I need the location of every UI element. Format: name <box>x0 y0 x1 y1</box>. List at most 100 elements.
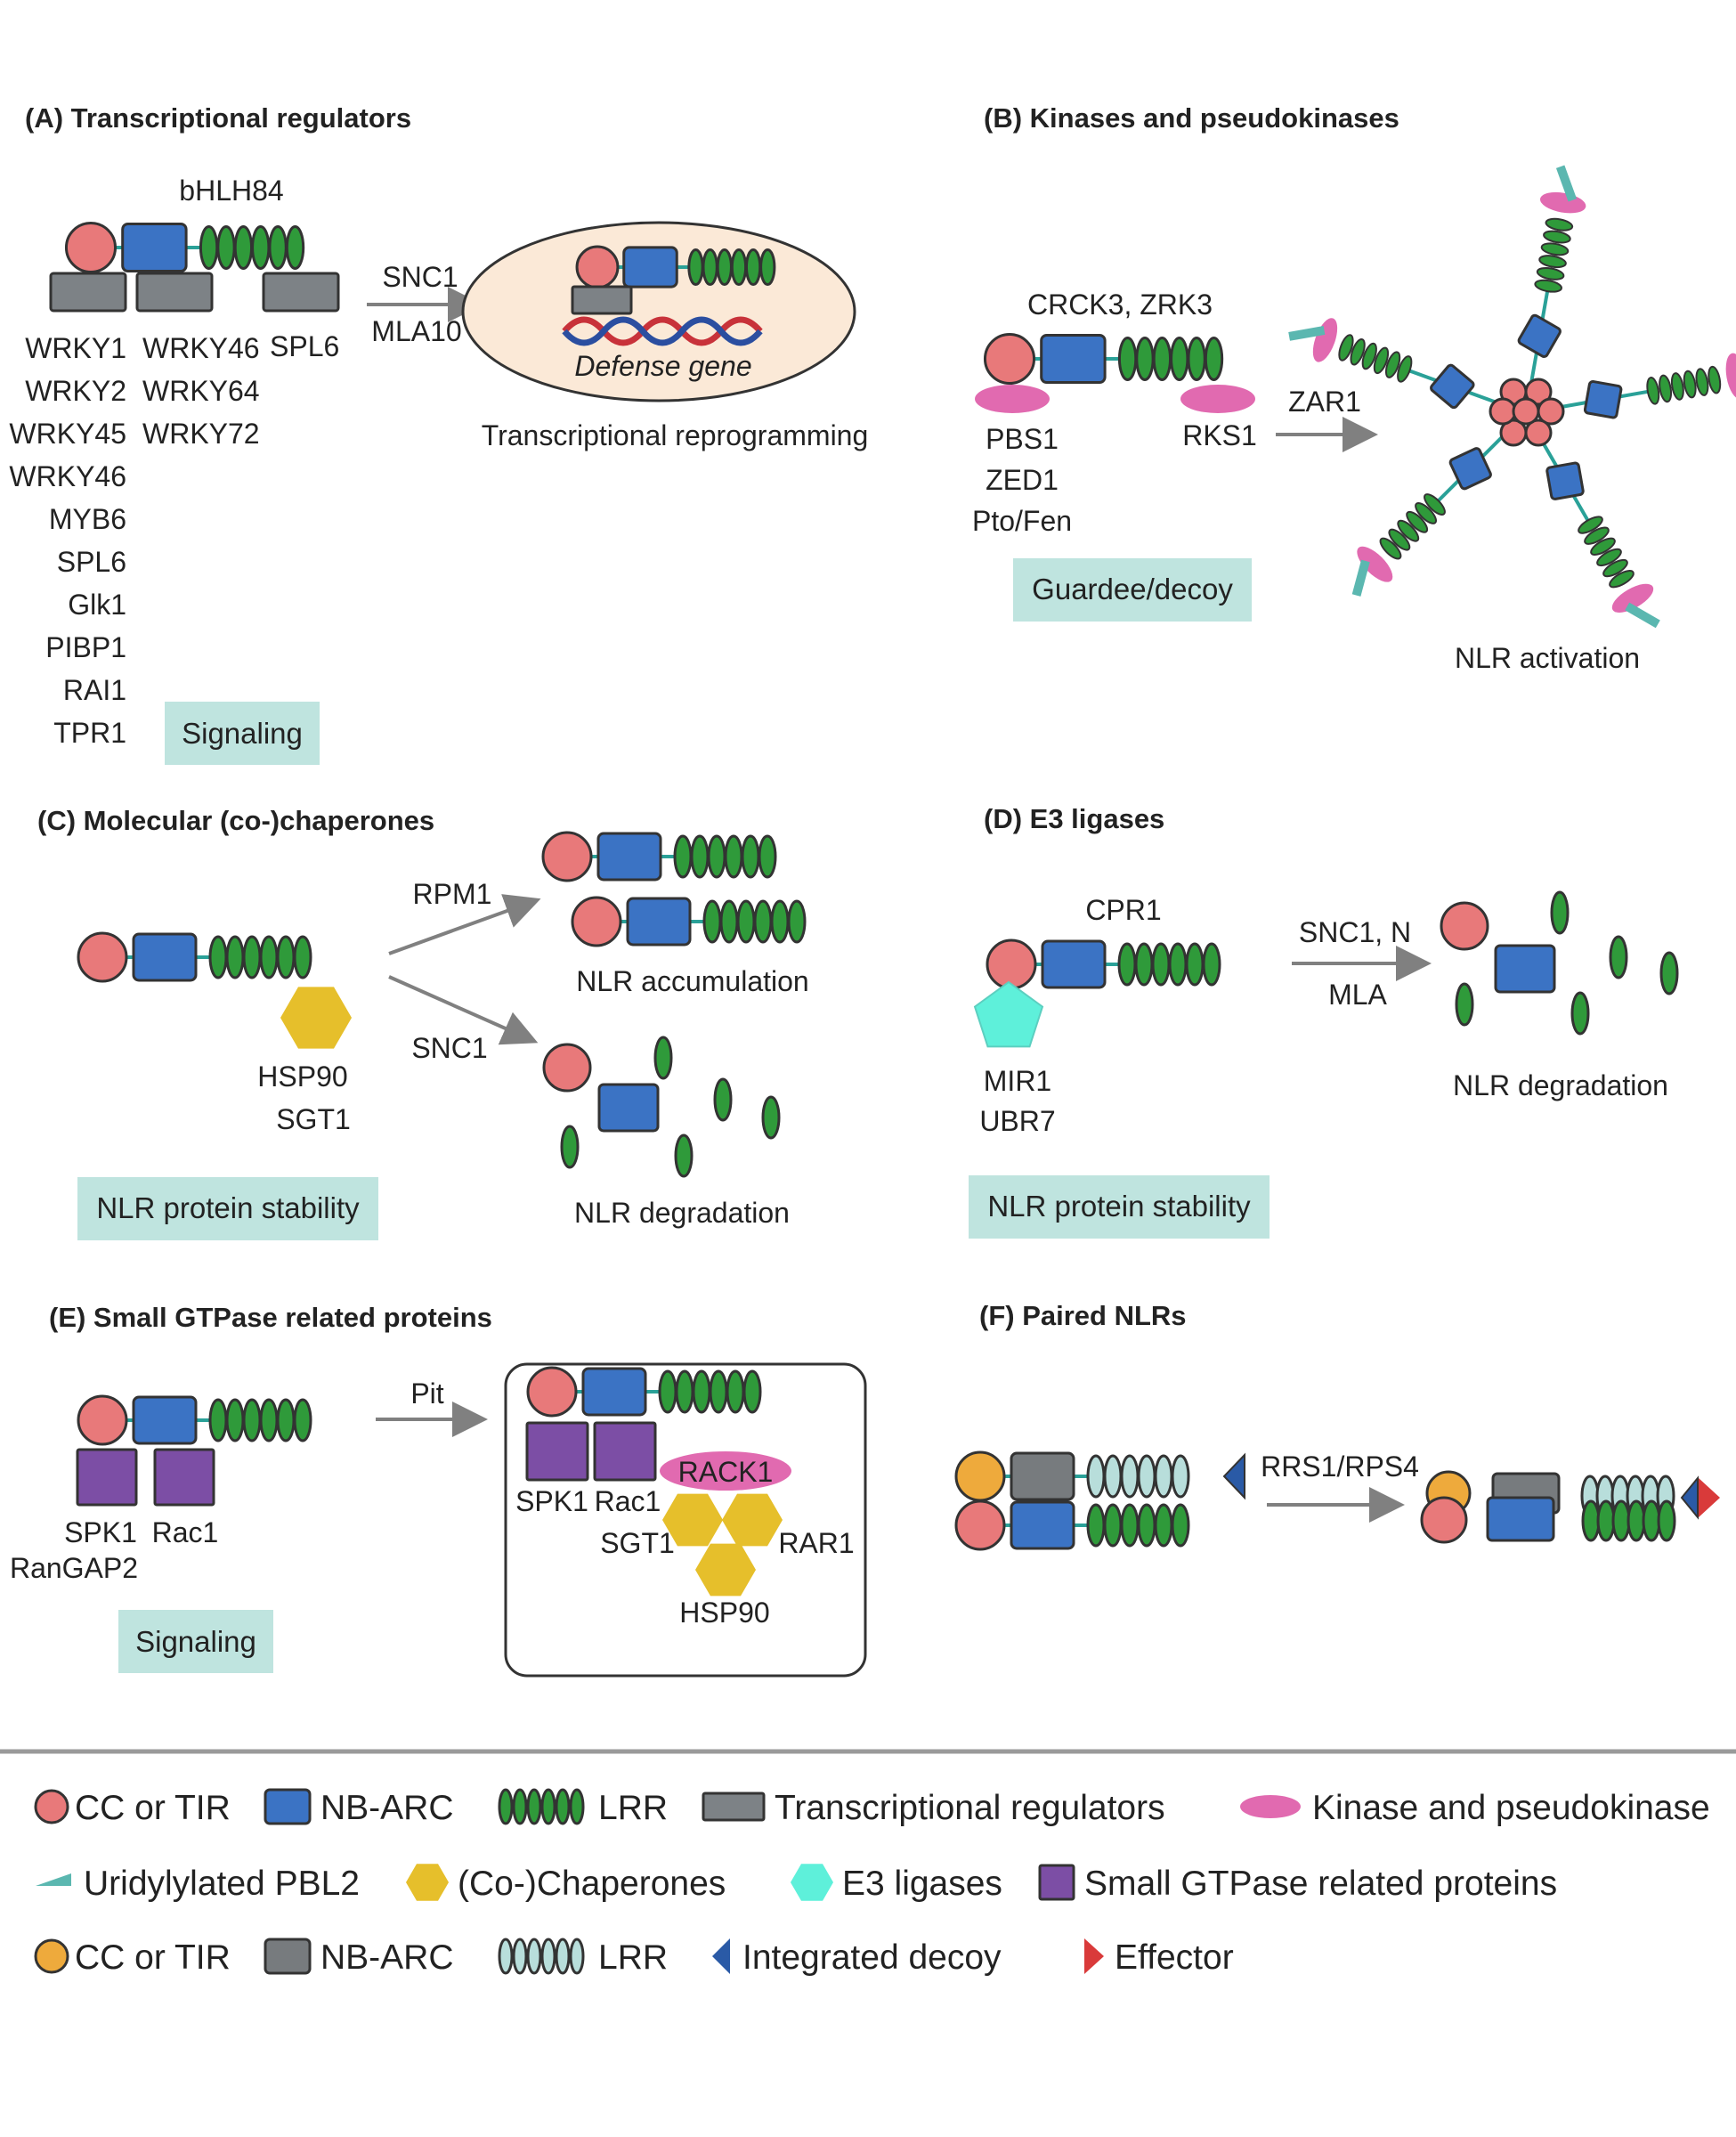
lrr-shape-repeat <box>540 1788 556 1825</box>
complex-rar1-shape <box>722 1493 783 1547</box>
panel-c-degraded-lrr <box>560 1125 580 1169</box>
panel-f-nlr-bottom-lrr-repeat <box>1086 1503 1106 1548</box>
cc-tir-icon <box>34 1789 69 1824</box>
legend-label-kinase: Kinase and pseudokinase <box>1312 1789 1710 1827</box>
complex-rac1 <box>593 1421 657 1482</box>
panel-a-nlr-lrr-repeat <box>285 225 305 270</box>
panel-b-kinase-cc <box>975 385 1050 413</box>
panel-d-mir1-label: MIR1 <box>984 1065 1051 1097</box>
panel-e-complex-nlr-lrr-repeat <box>675 1369 694 1414</box>
panel-c-degraded-lrr <box>761 1095 781 1140</box>
panel-a-regulator-item: WRKY46 <box>9 460 126 492</box>
panel-a-badge: Signaling <box>165 702 320 765</box>
complex-rar1-label: RAR1 <box>778 1527 854 1559</box>
panel-e-complex-nlr-lrr <box>658 1369 762 1414</box>
panel-d-degraded-cc <box>1440 901 1489 951</box>
resistosome-protomer <box>1517 165 1586 396</box>
panel-e-complex-nlr-lrr-repeat <box>726 1369 745 1414</box>
panel-a-nlr <box>64 221 305 274</box>
legend-label-lrr-alt: LRR <box>598 1938 668 1977</box>
panel-a-regulator-item: TPR1 <box>53 717 126 749</box>
panel-f-activated-decoy <box>1680 1475 1699 1520</box>
lrr-shape-repeat <box>512 1788 528 1825</box>
lrr-alt-icon <box>498 1938 585 1975</box>
panel-d-degraded-nbarc <box>1494 944 1556 994</box>
decoy-shape <box>712 1938 730 1974</box>
panel-e-complex-nlr-lrr-repeat <box>658 1369 677 1414</box>
resistosome-lrr <box>1609 570 1635 589</box>
dna-strand-red <box>562 316 763 346</box>
panel-c-nlr-lrr-repeat <box>293 935 312 979</box>
panel-c-nlr-lrr-repeat <box>225 935 245 979</box>
panel-c-nlr-accum-1-lrr-repeat <box>741 834 760 879</box>
nb-arc-icon <box>264 1788 312 1825</box>
decoy-icon <box>712 1938 730 1974</box>
resistosome-nb-arc <box>1448 447 1492 491</box>
legend-label-decoy: Integrated decoy <box>742 1938 1002 1977</box>
panel-b-nlr-lrr-repeat <box>1204 337 1224 381</box>
panel-e-nlr-lrr-repeat <box>208 1398 228 1442</box>
cc-tir-alt-icon <box>34 1938 69 1974</box>
panel-b-nlr-lrr-repeat <box>1135 337 1155 381</box>
panel-e-badge-bg <box>118 1610 273 1673</box>
legend-label-effector: Effector <box>1115 1938 1234 1977</box>
panel-e-nlr <box>77 1394 312 1446</box>
legend-label-pbl2: Uridylylated PBL2 <box>84 1865 360 1903</box>
legend-label-regulator: Transcriptional regulators <box>775 1789 1165 1827</box>
panel-c-degraded-lrr <box>713 1077 733 1122</box>
panel-f-title: (F) Paired NLRs <box>979 1300 1187 1331</box>
legend-label-nb-arc: NB-ARC <box>320 1789 454 1827</box>
resistosome-protomer <box>1533 427 1660 629</box>
panel-a-regulator-cc <box>49 272 127 313</box>
resistosome-lrr <box>1540 242 1570 256</box>
panel-c-degraded-cc <box>542 1043 592 1093</box>
panel-a-regulator-item: SPL6 <box>270 330 339 362</box>
panel-e-title: (E) Small GTPase related proteins <box>49 1302 492 1333</box>
panel-c-badge-label: NLR protein stability <box>96 1191 360 1224</box>
resistosome-lrr <box>1670 372 1684 401</box>
panel-e-complex-nlr-cc-tir <box>526 1366 578 1418</box>
resistosome-kinase <box>1611 583 1654 613</box>
panel-c-hsp90-label: HSP90 <box>257 1060 347 1093</box>
gtpase-shape <box>1038 1864 1075 1901</box>
panel-e-nlr-lrr <box>208 1398 312 1442</box>
panel-a-nlr-cc-tir <box>64 221 118 274</box>
panel-b-kinase-lrr <box>1180 385 1255 413</box>
panel-a-nlr-lrr <box>199 225 305 270</box>
panel-c-nlr-accum-1-nb-arc <box>596 832 662 882</box>
panel-f-nlr-bottom-nb-arc <box>1010 1500 1075 1550</box>
panel-a-nlr-lrr-repeat <box>251 225 271 270</box>
legend-label-gtpase: Small GTPase related proteins <box>1084 1865 1557 1903</box>
lrr-icon <box>498 1788 585 1825</box>
defense-gene-label: Defense gene <box>574 350 751 382</box>
panel-a-nucleus-nlr-lrr-repeat <box>759 248 776 287</box>
panel-c-nlr-accum-2-lrr <box>702 899 807 944</box>
panel-d-nlr-lrr <box>1117 942 1221 987</box>
legend-label-cc-tir: CC or TIR <box>75 1789 231 1827</box>
panel-e-spk1 <box>76 1448 138 1507</box>
lrr-alt-shape-repeat <box>540 1938 556 1975</box>
panel-e-rac1 <box>153 1448 215 1507</box>
panel-f-nlr-top-lrr-repeat <box>1137 1454 1156 1499</box>
panel-b-badge: Guardee/decoy <box>1013 558 1252 622</box>
pbl2-shape <box>36 1873 71 1886</box>
panel-a-arrow-label-bottom: MLA10 <box>371 315 461 347</box>
resistosome-lrr <box>1596 548 1622 567</box>
resistosome-nb-arc <box>1583 380 1623 419</box>
lrr-shape-repeat <box>498 1788 514 1825</box>
resistosome-lrr <box>1415 502 1437 524</box>
resistosome-lrr <box>1695 368 1709 396</box>
panel-f-nlr-bottom-cc-tir <box>954 1499 1006 1551</box>
effector-shape <box>1084 1938 1104 1974</box>
panel-f-arrow-label: RRS1/RPS4 <box>1261 1450 1419 1483</box>
chaperone-shape <box>406 1864 449 1901</box>
resistosome-pbl2 <box>1351 559 1370 597</box>
panel-c-nlr-accum-2-lrr-repeat <box>702 899 722 944</box>
resistosome-lrr <box>1379 537 1402 560</box>
panel-b-rks1-label: RKS1 <box>1182 419 1257 451</box>
panel-c-nlr-accum-2-lrr-repeat <box>719 899 739 944</box>
panel-e-nlr-lrr-repeat <box>225 1398 245 1442</box>
panel-a-nlr-lrr-repeat <box>268 225 288 270</box>
panel-d-nlr-nb-arc <box>1041 939 1107 989</box>
